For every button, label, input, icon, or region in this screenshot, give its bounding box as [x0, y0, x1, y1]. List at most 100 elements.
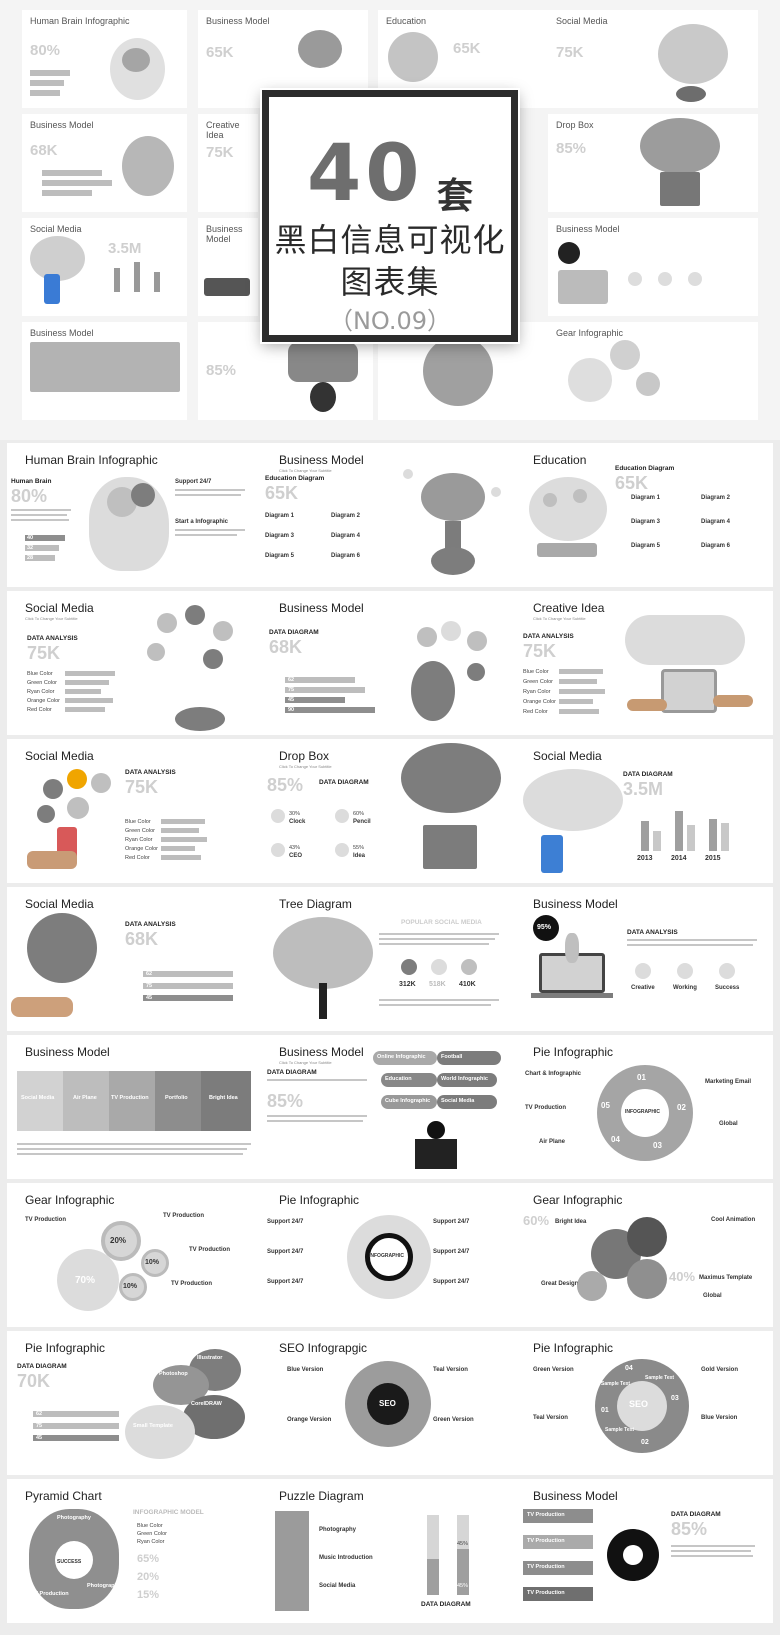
legend-label: Green Color	[125, 828, 155, 834]
thumb-bar	[30, 70, 70, 76]
slide-business-model-gear[interactable]: Business Model TV Production TV Producti…	[515, 1479, 773, 1623]
slide-education[interactable]: Education Education Diagram 65K Diagram …	[515, 443, 773, 587]
thumb-big-number: 85%	[556, 140, 587, 157]
thumb-bar	[42, 180, 112, 186]
body-text	[267, 1115, 367, 1117]
puzzle-label: Music Introduction	[319, 1555, 373, 1561]
progress-bar: 62	[285, 677, 355, 683]
legend-label: Green Color	[523, 679, 553, 685]
thumb-column	[154, 272, 160, 292]
book-icon	[543, 493, 557, 507]
reader-icon	[310, 382, 336, 412]
legend-label: Blue Color	[137, 1523, 163, 1529]
progress-bar: 45	[285, 697, 345, 703]
body-text	[11, 509, 71, 511]
slide-subtitle: Click To Change Your Subtitle	[533, 616, 586, 621]
atom-icon	[573, 489, 587, 503]
slide-gear-infographic[interactable]: Gear Infographic TV Production TV Produc…	[7, 1183, 265, 1327]
slide-social-media[interactable]: Social Media Click To Change Your Subtit…	[7, 591, 265, 735]
mail-icon	[185, 605, 205, 625]
big-percent: 20%	[137, 1571, 160, 1583]
chart-column	[641, 821, 649, 851]
slide-social-media-hand[interactable]: Social Media DATA ANALYSIS 75K Blue Colo…	[7, 739, 265, 883]
slide-business-model-laptop[interactable]: Business Model 95% DATA ANALYSIS Creativ…	[515, 887, 773, 1031]
version-label: Gold Version	[701, 1367, 739, 1373]
slide-gear-infographic-2[interactable]: Gear Infographic 60% Bright Idea Cool An…	[515, 1183, 773, 1327]
progress-bar	[559, 689, 605, 694]
segment-number: 05	[601, 1101, 610, 1110]
big-number: 65K	[615, 473, 649, 493]
slide-business-model-banners[interactable]: Business Model Social Media Air Plane TV…	[7, 1035, 265, 1179]
progress-bar: 62	[33, 1411, 119, 1417]
people-icon	[467, 663, 485, 681]
gear-icon	[577, 1271, 607, 1301]
slide-title: Pie Infographic	[25, 1341, 106, 1355]
slide-tree-diagram[interactable]: Tree Diagram POPULAR SOCIAL MEDIA 312K 5…	[261, 887, 519, 1031]
seo-center-label: SEO	[379, 1399, 396, 1408]
head-profile-icon	[122, 136, 174, 196]
arrow-banner: TV Production	[523, 1535, 593, 1549]
bar-value: 62	[146, 971, 153, 977]
slide-title: Social Media	[25, 897, 94, 911]
tree-crown	[273, 917, 373, 989]
slide-pyramid-chart[interactable]: Pyramid Chart SUCCESS Photography TV Pro…	[7, 1479, 265, 1623]
thumb-big-number: 65K	[206, 44, 234, 61]
big-number: 80%	[11, 486, 48, 506]
pie-ring	[423, 336, 493, 406]
label-pill: Education	[381, 1073, 437, 1087]
column-percent: 45%	[457, 1583, 469, 1589]
thumb-big-number: 65K	[453, 40, 481, 57]
label-pill: Football	[437, 1051, 501, 1065]
thumb-drop-box: Drop Box 85%	[548, 114, 758, 212]
body-text	[267, 1120, 363, 1122]
slide-pie-infographic-blobs[interactable]: Pie Infographic DATA DIAGRAM 70K 62 75 4…	[7, 1331, 265, 1475]
diagram-label: Diagram 6	[701, 543, 731, 549]
slide-business-model-education[interactable]: Business Model Click To Change Your Subt…	[261, 443, 519, 587]
hand-icon	[627, 699, 667, 711]
slide-business-model-data-diagram[interactable]: Business Model DATA DIAGRAM 68K 62 75 45…	[261, 591, 519, 735]
twitter-icon	[43, 779, 63, 799]
slide-social-media-icons[interactable]: Social Media DATA ANALYSIS 68K 62 75 45	[7, 887, 265, 1031]
success-icon	[719, 963, 735, 979]
thumb-big-number: 85%	[206, 362, 237, 379]
thumb-business-model-2: Business Model 68K	[22, 114, 187, 212]
diagram-label: Diagram 2	[331, 513, 361, 519]
open-box-icon	[423, 825, 477, 869]
pie-center-label: SEO	[629, 1399, 649, 1409]
slide-pie-infographic-icons[interactable]: Pie Infographic Support 24/7 Support 24/…	[261, 1183, 519, 1327]
cover-title-line1: 黑白信息可视化	[274, 221, 506, 259]
diagram-label: Diagram 2	[701, 495, 731, 501]
segment-label: TV Production	[525, 1105, 566, 1111]
slide-human-brain-infographic[interactable]: Human Brain Infographic Human Brain 80% …	[7, 443, 265, 587]
support-label: Support 24/7	[267, 1279, 304, 1285]
slide-pie-infographic-seo[interactable]: Pie Infographic Green Version Gold Versi…	[515, 1331, 773, 1475]
banner-block: Bright Idea	[201, 1071, 251, 1131]
hand-icon	[27, 851, 77, 869]
slide-creative-idea[interactable]: Creative Idea Click To Change Your Subti…	[515, 591, 773, 735]
puzzle-label: Photography	[319, 1527, 356, 1533]
bar-value: 40	[27, 535, 34, 541]
slide-title: Pie Infographic	[533, 1341, 614, 1355]
section-heading: DATA DIAGRAM	[671, 1511, 721, 1518]
blob-label: Illustrator	[197, 1355, 223, 1361]
item-percent: 55%	[353, 845, 365, 851]
version-label: Blue Version	[701, 1415, 738, 1421]
chart-column	[687, 825, 695, 851]
laptop-icon	[558, 270, 608, 304]
banner-label: Social Media	[21, 1095, 55, 1101]
pencil-icon	[335, 809, 349, 823]
cloud-icon	[175, 707, 225, 731]
slide-puzzle-diagram[interactable]: Puzzle Diagram Photography Music Introdu…	[261, 1479, 519, 1623]
slide-seo-infographic[interactable]: SEO Infograpgic Blue Version Teal Versio…	[261, 1331, 519, 1475]
thumb-bar	[30, 80, 64, 86]
social-icon	[461, 959, 477, 975]
slide-social-media-columns[interactable]: Social Media DATA DIAGRAM 3.5M 2013 2014…	[515, 739, 773, 883]
brain-icon	[298, 30, 342, 68]
slide-drop-box[interactable]: Drop Box Click To Change Your Subtitle 8…	[261, 739, 519, 883]
big-number: 85%	[267, 775, 304, 795]
puzzle-label: Social Media	[319, 1583, 356, 1589]
legend-label: Ryan Color	[137, 1539, 165, 1545]
body-text	[671, 1555, 753, 1557]
slide-business-model-labels[interactable]: Business Model Click To Change Your Subt…	[261, 1035, 519, 1179]
slide-pie-infographic[interactable]: Pie Infographic Chart & Infographic TV P…	[515, 1035, 773, 1179]
